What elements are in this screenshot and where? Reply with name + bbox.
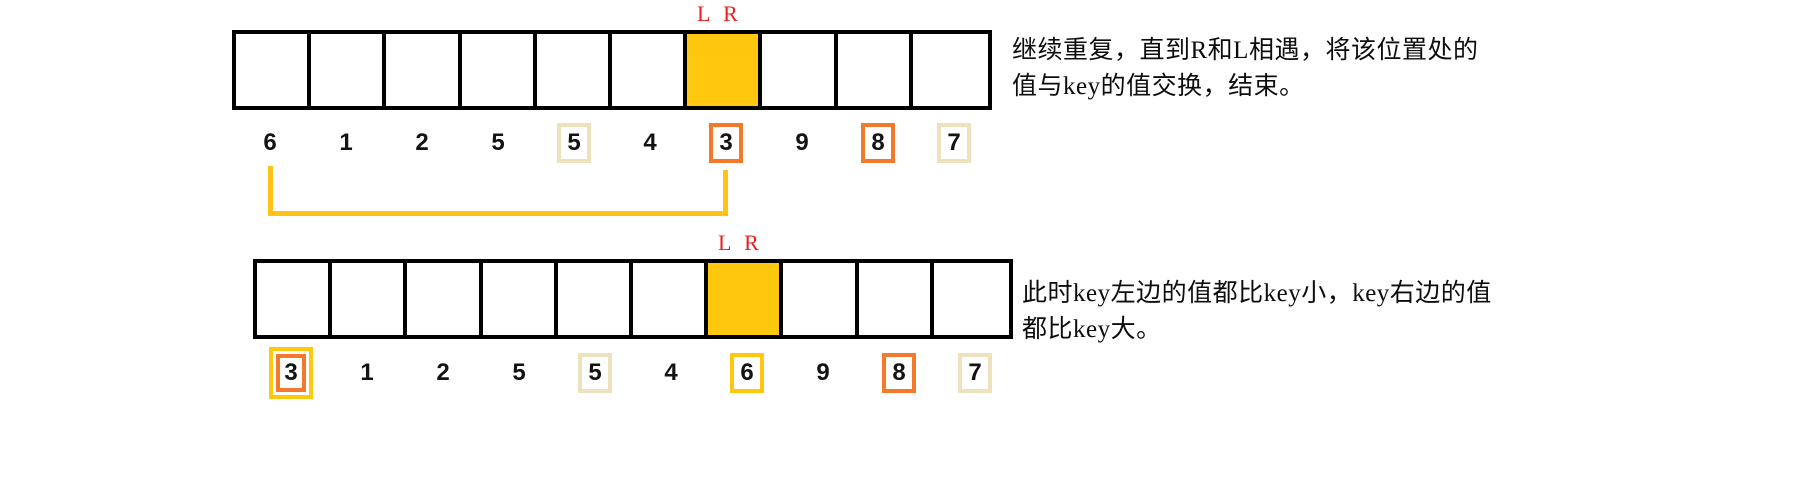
array-value-slot: 6 bbox=[232, 120, 308, 166]
array-value-slot: 7 bbox=[916, 120, 992, 166]
lr-pointer-label-top: L R bbox=[697, 1, 742, 26]
swap-connector-right-stem bbox=[723, 170, 728, 216]
array-value-slot: 5 bbox=[460, 120, 536, 166]
array-value-slot: 3 bbox=[688, 120, 764, 166]
array-value-boxed-tan: 5 bbox=[557, 123, 591, 163]
array-cell bbox=[858, 263, 934, 335]
array-cell bbox=[482, 263, 558, 335]
array-cell bbox=[837, 34, 913, 106]
array-values-top: 6 1 2 5 5 4 3 9 8 7 bbox=[232, 120, 992, 166]
lr-pointer-label-bottom: L R bbox=[718, 230, 763, 255]
array-value-slot: 8 bbox=[840, 120, 916, 166]
array-value-boxed-gold: 6 bbox=[730, 353, 764, 393]
array-value-slot: 4 bbox=[612, 120, 688, 166]
array-value-slot: 5 bbox=[536, 120, 612, 166]
array-value-slot: 5 bbox=[557, 350, 633, 396]
array-value-plain: 4 bbox=[664, 359, 678, 386]
array-value-plain: 2 bbox=[436, 359, 450, 386]
array-value-slot: 2 bbox=[384, 120, 460, 166]
swap-connector-left-stem bbox=[268, 166, 273, 216]
array-value-slot: 2 bbox=[405, 350, 481, 396]
array-cell bbox=[257, 263, 333, 335]
array-value-plain: 9 bbox=[795, 129, 809, 156]
array-value-plain: 4 bbox=[643, 129, 657, 156]
array-value-slot: 5 bbox=[481, 350, 557, 396]
array-cell bbox=[633, 263, 709, 335]
step-bottom-caption: 此时key左边的值都比key小，key右边的值 都比key大。 bbox=[1022, 280, 1492, 343]
array-cell bbox=[557, 263, 634, 335]
step-top-caption: 继续重复，直到R和L相遇，将该位置处的 值与key的值交换，结束。 bbox=[1012, 37, 1479, 100]
array-cell bbox=[536, 34, 613, 106]
array-value-slot: 1 bbox=[308, 120, 384, 166]
array-value-slot: 3 bbox=[253, 347, 329, 399]
array-value-slot: 9 bbox=[764, 120, 840, 166]
array-value-plain: 1 bbox=[360, 359, 374, 386]
array-value-slot: 9 bbox=[785, 350, 861, 396]
array-value-slot: 6 bbox=[709, 350, 785, 396]
array-value-plain: 2 bbox=[415, 129, 429, 156]
array-value-boxed-tan: 5 bbox=[578, 353, 612, 393]
array-cell bbox=[612, 34, 688, 106]
array-value-inner-box: 3 bbox=[276, 354, 306, 392]
array-cell bbox=[311, 34, 387, 106]
array-cell bbox=[912, 34, 988, 106]
array-cell bbox=[407, 263, 483, 335]
array-value-boxed-orange: 8 bbox=[882, 353, 916, 393]
array-cell bbox=[461, 34, 537, 106]
array-value-boxed-orange: 8 bbox=[861, 123, 895, 163]
array-value-plain: 6 bbox=[263, 129, 277, 156]
array-value-slot: 4 bbox=[633, 350, 709, 396]
array-value-boxed-orange: 3 bbox=[709, 123, 743, 163]
array-cell bbox=[762, 34, 838, 106]
array-value-plain: 5 bbox=[512, 359, 526, 386]
array-value-boxed-tan: 7 bbox=[958, 353, 992, 393]
array-cells-bottom bbox=[253, 259, 1013, 339]
array-cells-top bbox=[232, 30, 992, 110]
array-value-slot: 1 bbox=[329, 350, 405, 396]
array-cell-highlighted bbox=[708, 263, 784, 335]
array-value-boxed-double: 3 bbox=[269, 347, 313, 399]
array-cell bbox=[332, 263, 408, 335]
array-value-plain: 9 bbox=[816, 359, 830, 386]
array-value-slot: 8 bbox=[861, 350, 937, 396]
array-value-plain: 1 bbox=[339, 129, 353, 156]
swap-connector-bridge bbox=[268, 211, 728, 216]
array-values-bottom: 3 1 2 5 5 4 6 9 8 7 bbox=[253, 347, 1013, 399]
array-cell bbox=[386, 34, 462, 106]
array-value-boxed-tan: 7 bbox=[937, 123, 971, 163]
array-cell-highlighted bbox=[687, 34, 763, 106]
array-value-plain: 5 bbox=[491, 129, 505, 156]
array-cell bbox=[783, 263, 859, 335]
array-cell bbox=[236, 34, 312, 106]
array-value-slot: 7 bbox=[937, 350, 1013, 396]
array-cell bbox=[933, 263, 1009, 335]
